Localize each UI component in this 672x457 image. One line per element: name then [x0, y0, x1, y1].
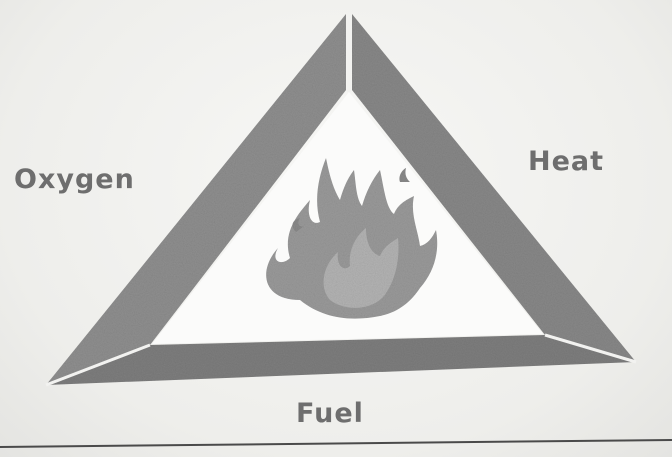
- label-heat: Heat: [528, 146, 604, 177]
- label-oxygen: Oxygen: [14, 164, 135, 195]
- label-fuel: Fuel: [296, 398, 364, 429]
